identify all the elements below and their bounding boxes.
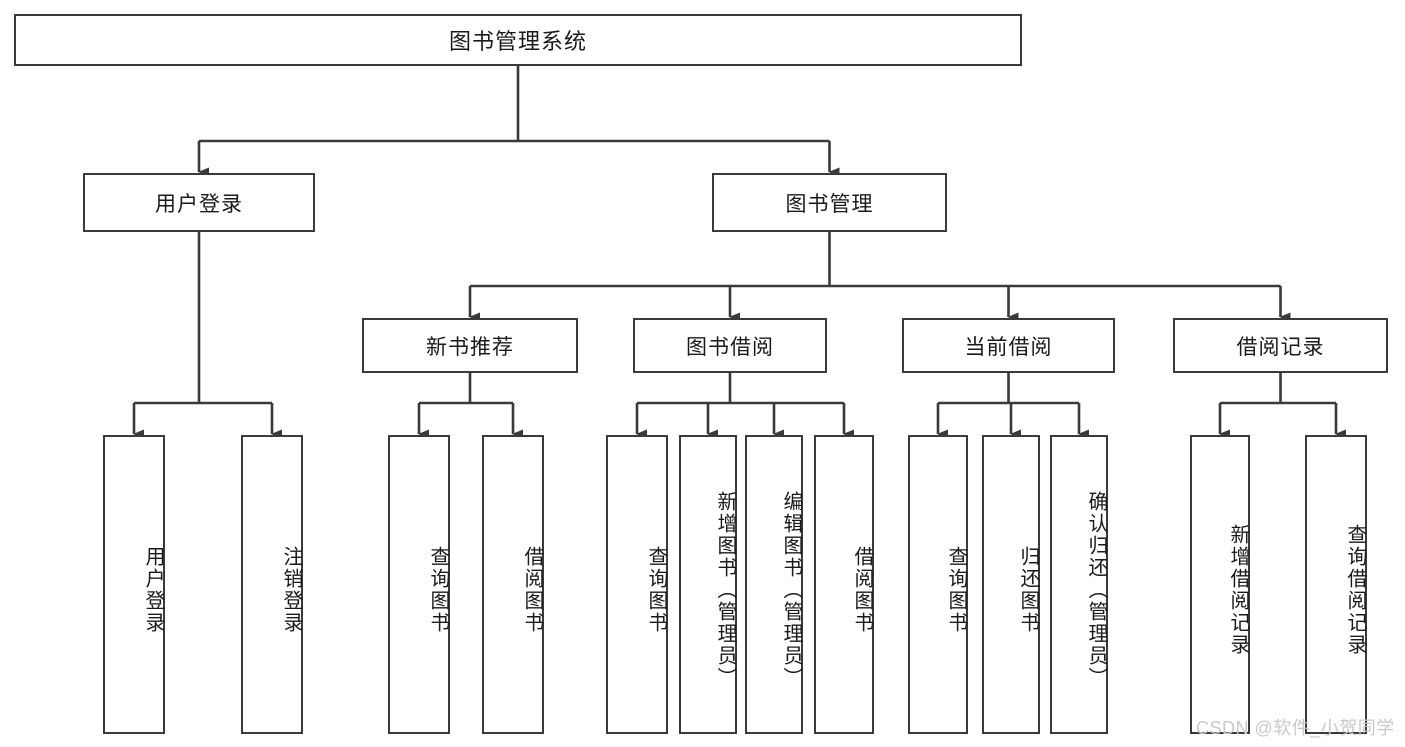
node-label: 新书推荐 (426, 335, 514, 359)
node-label: 图书管理 (785, 192, 874, 216)
node-label: 新增借阅记录 (1227, 523, 1249, 656)
node-label: 归还图书 (1017, 545, 1039, 634)
node-leaf-add-book[interactable]: 新增图书（管理员） (679, 435, 737, 734)
node-leaf-return-book[interactable]: 归还图书 (982, 435, 1040, 734)
node-leaf-add-borrow-record[interactable]: 新增借阅记录 (1190, 435, 1250, 734)
node-label: 图书管理系统 (448, 29, 587, 54)
node-label: 用户登录 (142, 545, 164, 634)
node-label: 查询图书 (645, 545, 667, 634)
node-leaf-user-login[interactable]: 用户登录 (103, 435, 165, 734)
csdn-watermark: CSDN @软件_小贺同学 (1196, 718, 1395, 738)
node-label: 编辑图书（管理员） (780, 490, 802, 689)
node-book-borrow[interactable]: 图书借阅 (633, 318, 827, 373)
node-borrow-record[interactable]: 借阅记录 (1173, 318, 1388, 373)
node-leaf-confirm-return[interactable]: 确认归还（管理员） (1050, 435, 1108, 734)
node-label: 当前借阅 (964, 335, 1053, 359)
node-leaf-query-book-3[interactable]: 查询图书 (908, 435, 968, 734)
node-current-borrow[interactable]: 当前借阅 (902, 318, 1115, 373)
node-label: 查询图书 (945, 545, 967, 634)
node-leaf-user-logout[interactable]: 注销登录 (241, 435, 303, 734)
node-label: 图书借阅 (686, 335, 774, 359)
node-leaf-query-book-2[interactable]: 查询图书 (606, 435, 668, 734)
node-label: 查询图书 (427, 545, 449, 634)
node-label: 用户登录 (155, 192, 243, 216)
node-label: 新增图书（管理员） (714, 490, 736, 689)
node-root[interactable]: 图书管理系统 (14, 14, 1022, 66)
node-leaf-borrow-book-2[interactable]: 借阅图书 (814, 435, 874, 734)
node-label: 借阅记录 (1236, 335, 1325, 359)
node-leaf-query-borrow-record[interactable]: 查询借阅记录 (1305, 435, 1367, 734)
node-user-login[interactable]: 用户登录 (83, 173, 315, 232)
node-label: 注销登录 (280, 545, 302, 634)
node-label: 查询借阅记录 (1344, 523, 1366, 656)
node-label: 确认归还（管理员） (1085, 490, 1107, 689)
node-label: 借阅图书 (521, 545, 543, 634)
node-leaf-query-book-1[interactable]: 查询图书 (388, 435, 450, 734)
node-label: 借阅图书 (851, 545, 873, 634)
node-leaf-edit-book[interactable]: 编辑图书（管理员） (745, 435, 803, 734)
node-leaf-borrow-book-1[interactable]: 借阅图书 (482, 435, 544, 734)
node-new-book-recommend[interactable]: 新书推荐 (362, 318, 578, 373)
node-book-manage[interactable]: 图书管理 (712, 173, 947, 232)
